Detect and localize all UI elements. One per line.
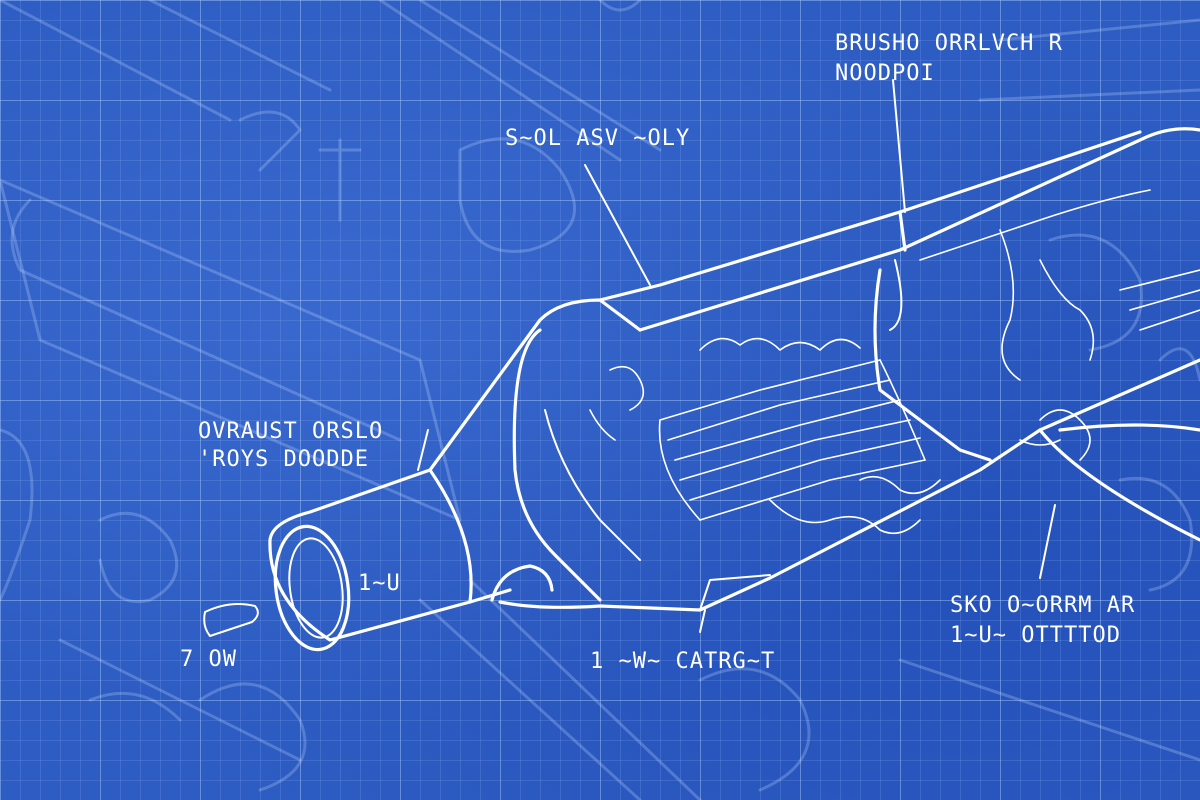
label-inlet-tag: 1~U [358,571,401,596]
label-left-line1: OVRAUST ORSLO [198,419,383,444]
label-bottom-right-line1: SKO O~ORRM AR [950,593,1135,618]
label-left-line2: 'ROYS DOODDE [198,447,369,472]
label-bottom-right-line2: 1~U~ OTTTTOD [950,623,1121,648]
label-far-left: 7 OW [180,647,237,672]
label-top-middle: S~OL ASV ~OLY [505,126,690,151]
label-top-right-line1: BRUSHO ORRLVCH R [835,31,1063,56]
label-top-right-line2: NOODPOI [835,61,935,86]
leader-lines [417,79,1056,633]
converter-body [203,127,1200,652]
label-bottom-center: 1 ~W~ CATRG~T [590,649,775,674]
annotation-labels: BRUSHO ORRLVCH R NOODPOI S~OL ASV ~OLY O… [180,31,1135,674]
